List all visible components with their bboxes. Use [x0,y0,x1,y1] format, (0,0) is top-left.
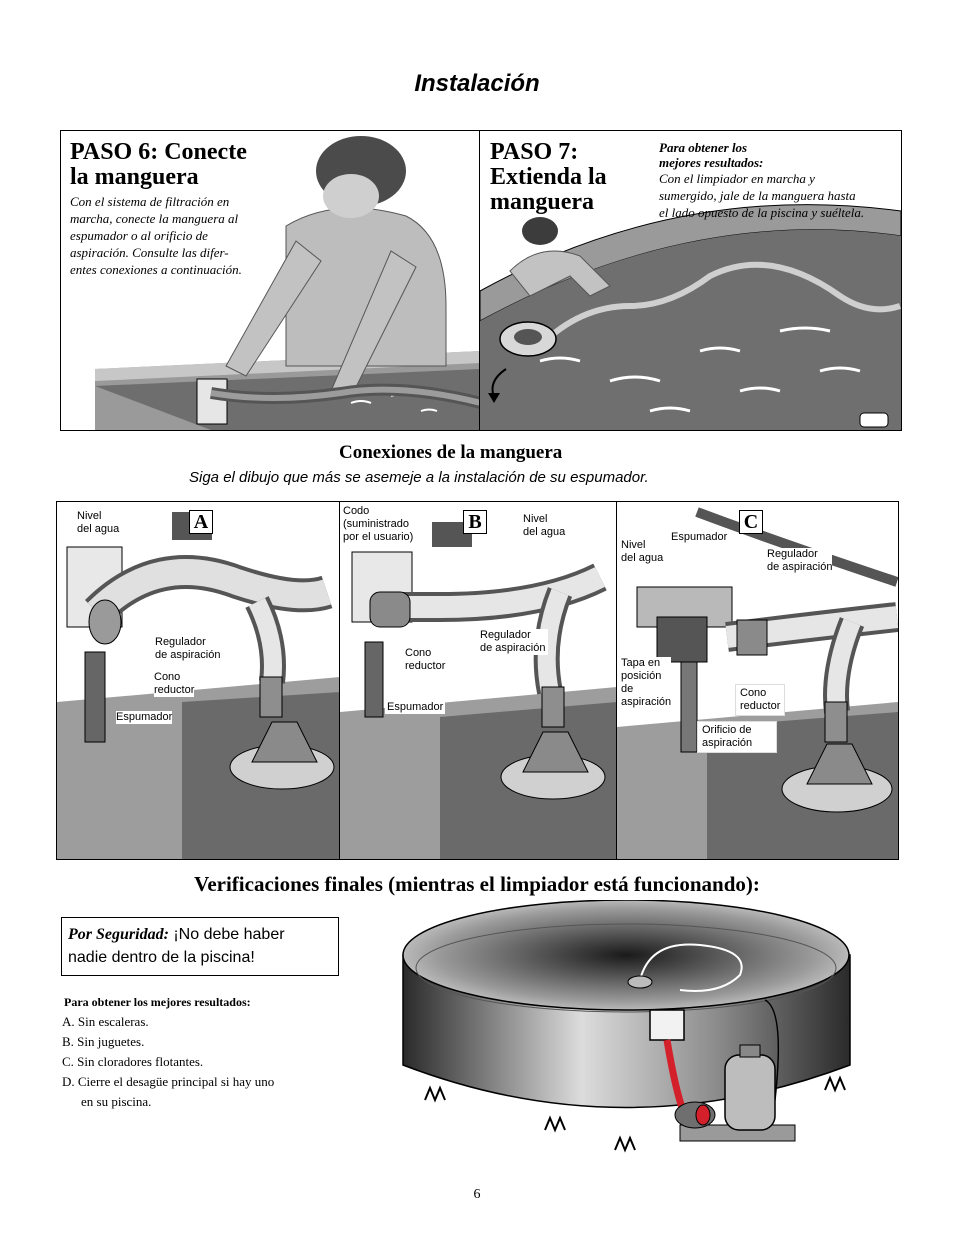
best-results-title: Para obtener los mejores resultados: [64,995,251,1009]
step7-tip-line: el lado opuesto de la piscina y suéltela… [659,205,865,220]
safety-label: Por Seguridad: [68,926,169,943]
panel-b-skimmer-label: Espumador [385,701,446,714]
panel-b-cone-label: Cono reductor [403,647,448,673]
panel-b-badge: B [463,510,487,534]
panel-a-badge: A [189,510,213,534]
step7-title-line: manguera [490,189,594,215]
label-line: reductor [154,684,195,696]
safety-text-1: ¡No debe haber [168,926,285,943]
panel-a-water-level-label: Nivel del agua [77,510,120,536]
step7-tip-line: sumergido, jale de la manguera hasta [659,188,856,203]
label-line: Regulador [767,548,818,560]
panel-c-cone-label: Cono reductor [735,684,786,716]
label-line: del agua [621,552,664,564]
label-line: del agua [77,523,120,535]
step6-panel: PASO 6: Conecte la manguera Con el siste… [60,130,481,431]
list-item: en su piscina. [81,1094,152,1109]
label-line: de aspiración [767,561,833,573]
panel-a-regulator-label: Regulador de aspiración [153,636,223,662]
label-line: Regulador [480,629,531,641]
list-item: C. Sin cloradores flotantes. [62,1054,204,1069]
panel-c-lid-label: Tapa en posición de aspiración [621,657,672,709]
label-line: por el usuario) [343,531,414,543]
connections-title: Conexiones de la manguera [339,442,563,463]
step6-illustration [95,136,480,430]
list-item: D. Cierre el desagüe principal si hay un… [62,1074,275,1089]
list-item: B. Sin juguetes. [62,1034,145,1049]
panel-c-water-level-label: Nivel del agua [621,539,664,565]
label-line: aspiración [621,696,672,708]
panel-c-suction-port-label: Orificio de aspiración [697,721,777,753]
connection-panel-a: A Nivel del agua Regulador de aspiración… [56,501,341,860]
page-number: 6 [473,1187,481,1202]
step7-tip-line: Con el limpiador en marcha y [659,171,815,186]
connections-subtitle: Siga el dibujo que más se asemeje a la i… [189,469,649,486]
safety-text-2: nadie dentro de la piscina! [68,949,255,966]
label-line: aspiración [702,737,753,749]
final-checks-title: Verificaciones finales (mientras el limp… [194,872,760,896]
label-line: Tapa en [621,657,661,669]
step6-text-line: marcha, conecte la manguera al [70,211,239,226]
label-line: Nivel [77,510,102,522]
panel-c-badge: C [739,510,763,534]
step6-text-line: espumador o al orificio de [70,228,208,243]
label-line: Cono [740,687,767,699]
panel-a-cone-label: Cono reductor [154,671,195,697]
step6-text-line: aspiración. Consulte las difer- [70,245,229,260]
panel-c-regulator-label: Regulador de aspiración [767,548,833,574]
label-line: Cono [405,647,432,659]
step7-tip: Para obtener los mejores resultados: Con… [659,140,899,221]
label-line: reductor [740,700,781,712]
panel-b-water-level-label: Nivel del agua [523,513,566,539]
step6-text: Con el sistema de filtración en marcha, … [70,193,280,278]
panel-b-regulator-label: Regulador de aspiración [477,629,549,655]
page-title: Instalación [414,70,540,97]
best-results-list: A. Sin escaleras. B. Sin juguetes. C. Si… [62,1012,362,1112]
step7-panel: PASO 7: Extienda la manguera Para obtene… [479,130,902,431]
connection-panel-b: B Codo (suministrado por el usuario) Niv… [339,501,618,860]
label-line: de aspiración [480,642,546,654]
label-line: de [621,683,634,695]
step7-illustration [480,204,901,430]
panel-a-skimmer-label: Espumador [116,711,173,724]
label-line: del agua [523,526,566,538]
panel-b-elbow-label: Codo (suministrado por el usuario) [343,505,414,544]
label-line: Cono [154,671,181,683]
label-line: Nivel [523,513,548,525]
label-line: reductor [405,660,446,672]
step7-title-line: PASO 7: [490,139,579,165]
step7-title-line: Extienda la [490,164,607,190]
connection-panel-c: C Nivel del agua Espumador Regulador de … [616,501,899,860]
label-line: (suministrado [343,518,410,530]
panel-a-illustration [57,512,340,859]
step6-title-line1: PASO 6: Conecte [70,139,247,165]
label-line: Codo [343,505,370,517]
panel-c-skimmer-label: Espumador [671,531,728,544]
pool-illustration [402,900,851,1153]
label-line: Nivel [621,539,646,551]
step7-tip-head: mejores resultados: [659,155,764,170]
label-line: posición [621,670,662,682]
step6-title-line2: la manguera [70,164,199,190]
step6-text-line: entes conexiones a continuación. [70,262,242,277]
step7-tip-head: Para obtener los [659,140,748,155]
label-line: Orificio de [702,724,752,736]
panel-b-illustration [340,522,617,859]
step6-text-line: Con el sistema de filtración en [70,194,230,209]
label-line: de aspiración [155,649,221,661]
safety-box: Por Seguridad: ¡No debe haber nadie dent… [61,917,339,976]
label-line: Regulador [155,636,206,648]
list-item: A. Sin escaleras. [62,1014,149,1029]
